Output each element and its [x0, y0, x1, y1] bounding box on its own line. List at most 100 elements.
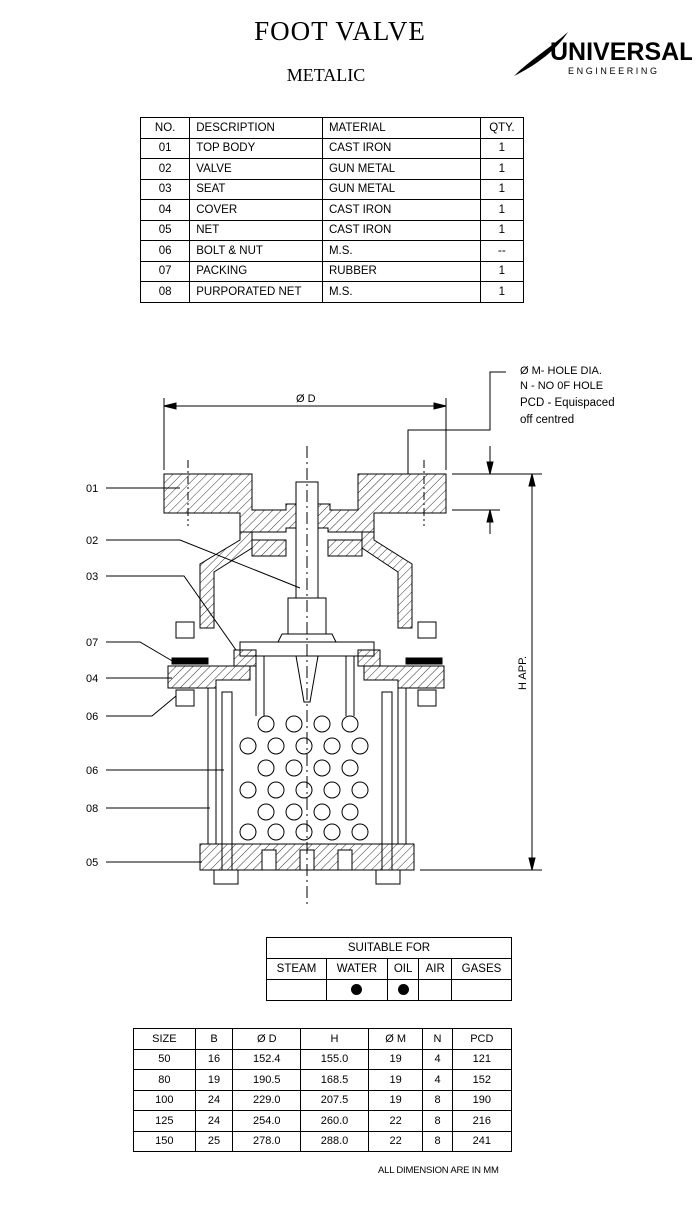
table-cell: 241 [451, 1130, 513, 1152]
table-cell: 8 [422, 1130, 453, 1152]
table-row: 100 24 229.0 207.5 19 8 190 [133, 1089, 513, 1111]
packing-left [171, 657, 209, 665]
bolt-nut-upper-left [175, 621, 195, 639]
table-cell: -- [479, 240, 525, 262]
table-row: 06 BOLT & NUT M.S. -- [139, 240, 525, 262]
table-cell: 24 [194, 1089, 234, 1111]
top-body-right-wall [361, 531, 413, 629]
dimension-footnote: ALL DIMENSION ARE IN MM [378, 1165, 499, 1176]
table-cell: VALVE [189, 158, 323, 180]
table-cell: TOP BODY [189, 137, 323, 159]
table-cell: RUBBER [321, 260, 481, 282]
table-cell: CAST IRON [321, 199, 481, 221]
callout-01: 01 [86, 483, 98, 495]
table-cell: 190 [451, 1089, 513, 1111]
table-cell: 03 [139, 178, 191, 200]
table-cell: BOLT & NUT [189, 240, 323, 262]
bolt-nut-mid-right [417, 689, 437, 707]
page-title: FOOT VALVE [254, 16, 426, 46]
foot-valve-drawing: Ø D Ø M- HOLE DIA. N - NO 0F HOLE PCD - … [86, 365, 615, 906]
header-cell: SIZE [133, 1028, 196, 1050]
filled-dot-icon [351, 984, 363, 996]
packing-right [405, 657, 443, 665]
callout-05: 05 [86, 857, 98, 869]
table-cell: 152 [451, 1069, 513, 1091]
suitable-header-row: SUITABLE FOR [266, 937, 512, 959]
table-cell: M.S. [321, 281, 481, 303]
table-cell: 19 [367, 1048, 424, 1070]
table-row: 01 TOP BODY CAST IRON 1 [139, 137, 525, 159]
bolt-nut-mid-left [175, 689, 195, 707]
mark-gases [450, 979, 513, 1001]
table-cell: 24 [194, 1110, 234, 1132]
header-cell: NO. [139, 117, 191, 139]
perforated-net-holes [239, 715, 369, 841]
table-cell: M.S. [321, 240, 481, 262]
header-cell: Ø M [367, 1028, 424, 1050]
cover-right [363, 665, 445, 689]
table-cell: 22 [367, 1110, 424, 1132]
table-row: 03 SEAT GUN METAL 1 [139, 178, 525, 200]
suitable-col-water: WATER [325, 958, 388, 980]
table-cell: 155.0 [300, 1048, 369, 1070]
callout-04: 04 [86, 673, 98, 685]
table-cell: 168.5 [300, 1069, 369, 1091]
mark-steam [266, 979, 327, 1001]
guide-boss-right [327, 539, 363, 557]
mark-water [325, 979, 388, 1001]
hole-note-line-2: N - NO 0F HOLE [520, 380, 603, 392]
table-row: 125 24 254.0 260.0 22 8 216 [133, 1110, 513, 1132]
logo-swoosh-icon [514, 32, 568, 76]
table-cell: GUN METAL [321, 178, 481, 200]
table-cell: 207.5 [300, 1089, 369, 1111]
top-body-left-wall [199, 531, 253, 629]
table-cell: 1 [479, 158, 525, 180]
table-row: 150 25 278.0 288.0 22 8 241 [133, 1130, 513, 1152]
table-cell: 278.0 [232, 1130, 302, 1152]
filled-dot-icon [397, 984, 409, 996]
table-row: 08 PURPORATED NET M.S. 1 [139, 281, 525, 303]
table-cell: CAST IRON [321, 219, 481, 241]
logo-main-text: UNIVERSAL [550, 38, 692, 66]
callout-02: 02 [86, 535, 98, 547]
mark-oil [386, 979, 420, 1001]
table-cell: 288.0 [300, 1130, 369, 1152]
suitable-col-gases: GASES [450, 958, 513, 980]
suitable-col-oil: OIL [386, 958, 420, 980]
header-cell: QTY. [479, 117, 525, 139]
table-cell: 254.0 [232, 1110, 302, 1132]
bolt-nut-bottom-left [213, 869, 239, 885]
table-cell: 121 [451, 1048, 513, 1070]
table-cell: 100 [133, 1089, 196, 1111]
diameter-label: Ø D [296, 393, 316, 405]
parts-table: NO. DESCRIPTION MATERIAL QTY. 01 TOP BOD… [139, 117, 525, 303]
suitable-columns-row: STEAM WATER OIL AIR GASES [266, 958, 513, 980]
table-cell: 1 [479, 260, 525, 282]
hole-note-line-4: off centred [520, 414, 574, 426]
table-cell: 229.0 [232, 1089, 302, 1111]
valve-tip [295, 655, 319, 703]
header-cell: H [300, 1028, 369, 1050]
table-cell: 19 [194, 1069, 234, 1091]
table-cell: NET [189, 219, 323, 241]
table-cell: GUN METAL [321, 158, 481, 180]
table-cell: 150 [133, 1130, 196, 1152]
bolt-nut-bottom-right [375, 869, 401, 885]
hole-note-line-1: Ø M- HOLE DIA. [520, 365, 602, 377]
table-cell: 02 [139, 158, 191, 180]
top-body-flange [163, 473, 447, 533]
table-row: 80 19 190.5 168.5 19 4 152 [133, 1069, 513, 1091]
table-cell: 50 [133, 1048, 196, 1070]
seat-right [357, 649, 381, 667]
header-cell: Ø D [232, 1028, 302, 1050]
table-cell: SEAT [189, 178, 323, 200]
table-cell: PACKING [189, 260, 323, 282]
table-cell: 04 [139, 199, 191, 221]
table-cell: 06 [139, 240, 191, 262]
table-cell: 8 [422, 1110, 453, 1132]
table-cell: 25 [194, 1130, 234, 1152]
table-cell: 80 [133, 1069, 196, 1091]
table-cell: 16 [194, 1048, 234, 1070]
table-row: 07 PACKING RUBBER 1 [139, 260, 525, 282]
table-cell: 22 [367, 1130, 424, 1152]
